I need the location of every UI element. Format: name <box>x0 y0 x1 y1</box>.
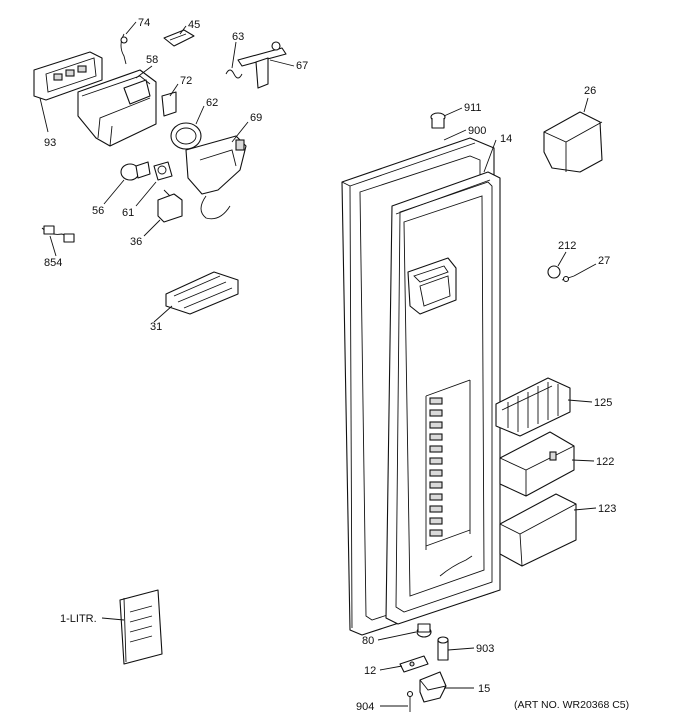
screw-904 <box>406 690 414 712</box>
drip-tray-31 <box>165 271 239 315</box>
hinge-15 <box>419 671 447 703</box>
callout-69: 69 <box>250 112 262 124</box>
callout-45: 45 <box>188 19 200 31</box>
rack-125 <box>495 377 571 437</box>
screw-27 <box>561 275 575 283</box>
pin-903 <box>437 636 449 661</box>
shelf-notches <box>429 397 443 537</box>
callout-903: 903 <box>476 643 494 655</box>
cap-911 <box>430 112 446 129</box>
callout-12: 12 <box>364 665 376 677</box>
callout-14: 14 <box>500 133 512 145</box>
callout-74: 74 <box>138 17 150 29</box>
bin-122 <box>499 431 575 497</box>
callout-93: 93 <box>44 137 56 149</box>
hinge-212 <box>547 265 561 279</box>
callout-62: 62 <box>206 97 218 109</box>
spring-63 <box>225 69 243 79</box>
callout-26: 26 <box>584 85 596 97</box>
dispenser-housing <box>77 69 157 147</box>
bracket-45 <box>163 29 195 47</box>
callout-900: 900 <box>468 125 486 137</box>
callout-labels: 74 45 63 67 58 72 62 69 93 56 61 36 854 … <box>44 17 629 713</box>
socket-61 <box>153 161 173 181</box>
callout-15: 15 <box>478 683 490 695</box>
bin-123 <box>499 493 577 567</box>
dispenser-control-panel <box>33 51 103 101</box>
callout-1-litr: 1-LITR. <box>60 613 97 625</box>
plate-12 <box>399 655 429 673</box>
callout-123: 123 <box>598 503 616 515</box>
callout-125: 125 <box>594 397 612 409</box>
cover-26 <box>543 111 603 173</box>
harness-854 <box>41 225 75 243</box>
callout-36: 36 <box>130 236 142 248</box>
switch-72 <box>161 91 177 117</box>
freezer-door-assembly <box>341 137 501 636</box>
bushing-80 <box>416 623 432 638</box>
callout-72: 72 <box>180 75 192 87</box>
ring-62 <box>170 122 202 150</box>
callout-67: 67 <box>296 60 308 72</box>
callout-27: 27 <box>598 255 610 267</box>
art-number: (ART NO. WR20368 C5) <box>514 699 629 711</box>
callout-31: 31 <box>150 321 162 333</box>
callout-122: 122 <box>596 456 614 468</box>
callout-904: 904 <box>356 701 374 713</box>
chute-69 <box>185 135 247 220</box>
callout-58: 58 <box>146 54 158 66</box>
lever-67 <box>237 41 287 89</box>
callout-854: 854 <box>44 257 62 269</box>
callout-63: 63 <box>232 31 244 43</box>
callout-61: 61 <box>122 207 134 219</box>
leader-lines <box>39 21 597 707</box>
callout-80: 80 <box>362 635 374 647</box>
callout-212: 212 <box>558 240 576 252</box>
callout-911: 911 <box>464 102 482 114</box>
manual-1-litr <box>119 589 163 665</box>
callout-56: 56 <box>92 205 104 217</box>
bulb-56 <box>120 161 151 181</box>
motor-36 <box>157 189 183 223</box>
cable-74 <box>120 33 128 65</box>
